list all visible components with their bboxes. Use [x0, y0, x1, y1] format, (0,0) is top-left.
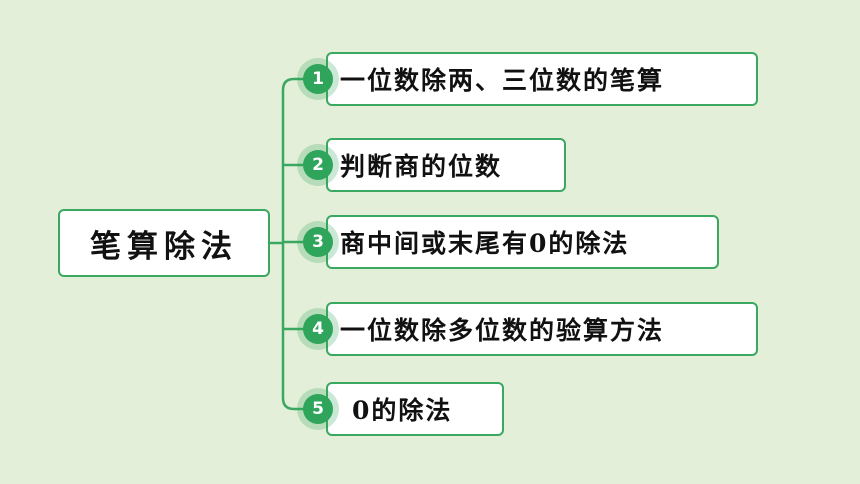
branch-spine [281, 77, 318, 411]
topic-box-2: 判断商的位数 [326, 138, 566, 192]
number-badge-1: 1 [303, 64, 333, 94]
topic-label-5: 0的除法 [352, 396, 453, 425]
root-topic-label: 笔算除法 [90, 228, 238, 265]
topic-box-3: 商中间或末尾有0的除法 [326, 215, 719, 269]
topic-label-2: 判断商的位数 [340, 152, 503, 181]
topic-box-5: 0的除法 [326, 382, 504, 436]
root-topic-box: 笔算除法 [58, 209, 270, 277]
topic-label-4: 一位数除多位数的验算方法 [340, 316, 665, 345]
topic-box-4: 一位数除多位数的验算方法 [326, 302, 758, 356]
topic-label-3: 商中间或末尾有0的除法 [340, 229, 630, 258]
number-badge-5: 5 [303, 394, 333, 424]
number-badge-4: 4 [303, 314, 333, 344]
number-badge-3: 3 [303, 227, 333, 257]
topic-label-1: 一位数除两、三位数的笔算 [340, 66, 665, 95]
topic-box-1: 一位数除两、三位数的笔算 [326, 52, 758, 106]
number-badge-2: 2 [303, 150, 333, 180]
